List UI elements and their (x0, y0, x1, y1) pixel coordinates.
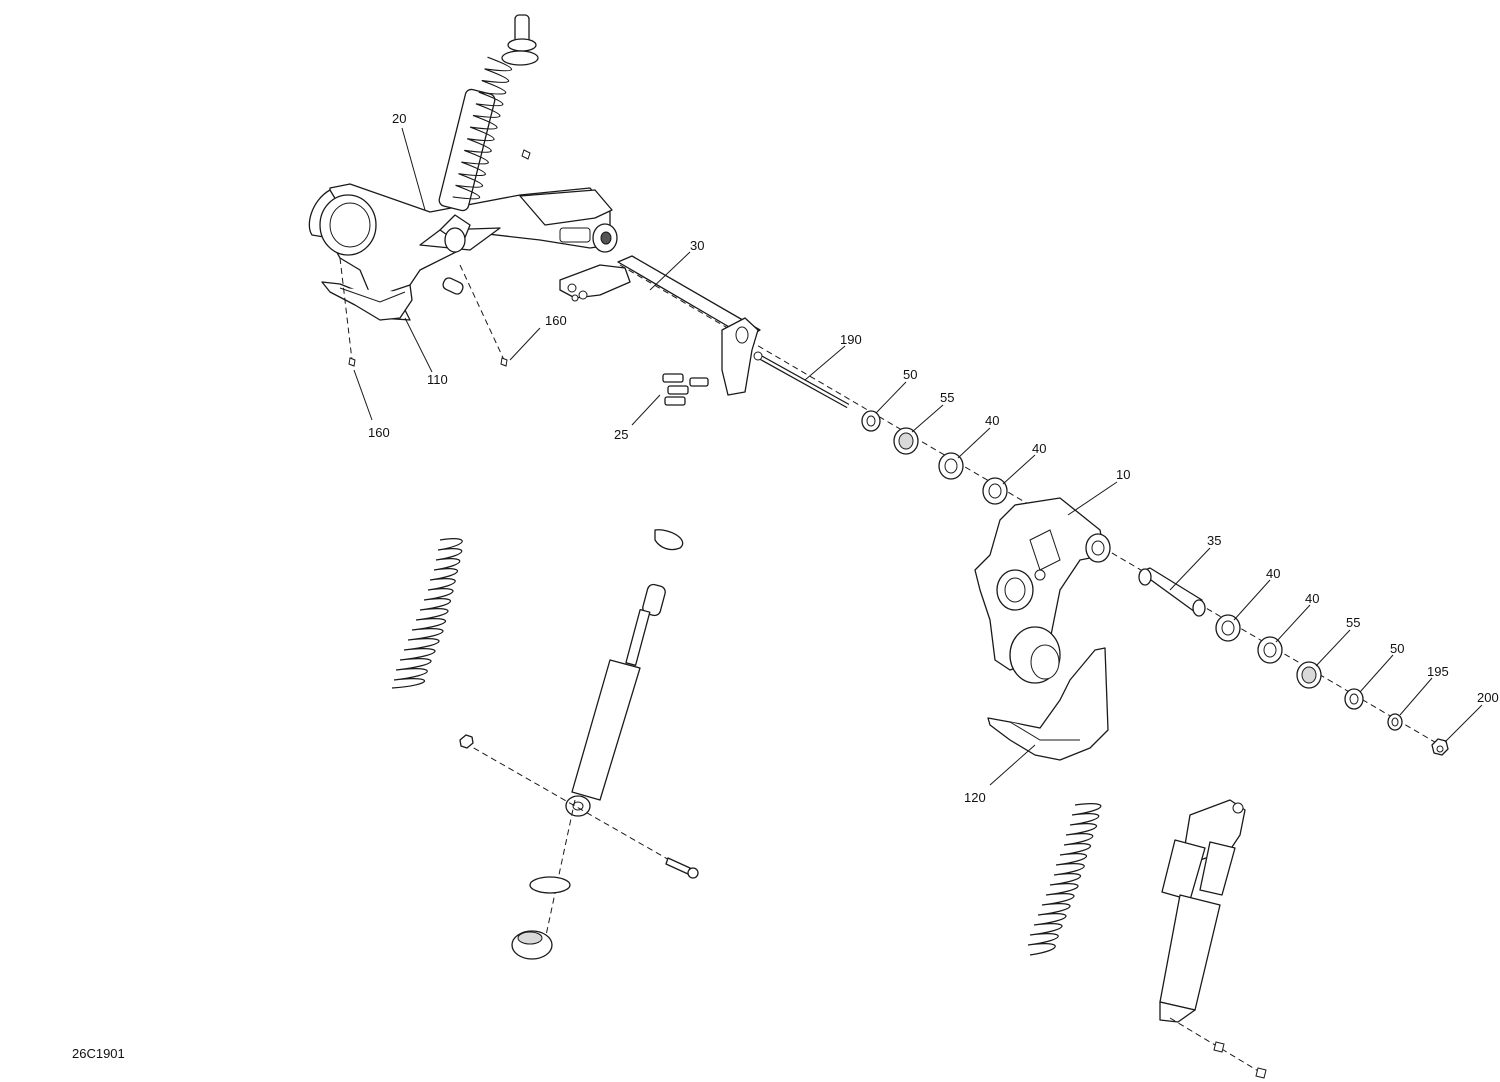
leader-40b (1002, 454, 1036, 485)
leader-55b (1315, 629, 1351, 667)
callout-10: 10 (1116, 467, 1130, 482)
bolt-lower-shock[interactable] (665, 857, 699, 879)
callout-190: 190 (840, 332, 862, 347)
callout-160b: 160 (368, 425, 390, 440)
nut-200[interactable] (1431, 738, 1449, 756)
bearing-40-c[interactable] (1215, 614, 1241, 642)
callout-25: 25 (614, 427, 628, 442)
rod-190[interactable] (753, 351, 850, 409)
bearing-40-d[interactable] (1257, 636, 1283, 664)
leader-195 (1399, 677, 1433, 716)
leader-120 (989, 744, 1036, 786)
coil-spring-left[interactable] (391, 538, 463, 689)
callout-200: 200 (1477, 690, 1499, 705)
shock-absorber-right[interactable] (1159, 799, 1246, 1023)
clip-lower-right-a[interactable] (1213, 1041, 1225, 1053)
callout-40a: 40 (985, 413, 999, 428)
leader-110 (404, 317, 433, 373)
leader-30 (649, 251, 691, 291)
coil-spring-right[interactable] (1027, 803, 1102, 956)
callout-55a: 55 (940, 390, 954, 405)
seal-55-b[interactable] (1296, 661, 1322, 689)
callout-35: 35 (1207, 533, 1221, 548)
leader-50a (875, 381, 907, 414)
washer-50-a[interactable] (861, 410, 881, 432)
clip-lower-right-b[interactable] (1255, 1067, 1267, 1079)
callout-55b: 55 (1346, 615, 1360, 630)
callout-195: 195 (1427, 664, 1449, 679)
leader-40a (957, 427, 991, 459)
leader-20 (401, 127, 426, 211)
swing-arm-right[interactable] (974, 497, 1111, 684)
clip-160-mid[interactable] (500, 357, 508, 367)
swing-arm-left[interactable] (308, 14, 618, 321)
dash-160-left (339, 257, 353, 361)
callout-50b: 50 (1390, 641, 1404, 656)
dash-lower-shock-bolt (464, 742, 693, 874)
nut-lower-left[interactable] (459, 734, 474, 749)
pivot-shaft-assembly[interactable] (559, 255, 761, 396)
shock-absorber-left[interactable] (511, 529, 684, 960)
leader-50b (1359, 654, 1394, 693)
callout-20: 20 (392, 111, 406, 126)
leader-190 (804, 345, 846, 381)
spacer-35[interactable] (1138, 567, 1206, 617)
leader-200 (1444, 704, 1483, 743)
drawing-reference: 26C1901 (72, 1046, 125, 1061)
leader-160b (353, 369, 373, 421)
dash-160-mid (459, 264, 506, 363)
clip-160-left[interactable] (348, 357, 356, 367)
callout-40b: 40 (1032, 441, 1046, 456)
bearing-40-a[interactable] (938, 452, 964, 480)
callout-30: 30 (690, 238, 704, 253)
callout-40d: 40 (1305, 591, 1319, 606)
leader-10 (1067, 481, 1118, 516)
leader-55a (911, 404, 944, 433)
bearing-40-b[interactable] (982, 477, 1008, 505)
washer-195[interactable] (1387, 713, 1403, 731)
leader-35 (1169, 547, 1211, 591)
guard-right[interactable] (987, 647, 1109, 761)
callout-50a: 50 (903, 367, 917, 382)
callout-110: 110 (427, 372, 448, 387)
callout-120: 120 (964, 790, 986, 805)
callout-40c: 40 (1266, 566, 1280, 581)
seal-55-a[interactable] (893, 427, 919, 455)
washer-50-b[interactable] (1344, 688, 1364, 710)
leader-25 (631, 394, 661, 426)
leader-40d (1275, 604, 1311, 643)
leader-160a (509, 327, 541, 361)
callout-160a: 160 (545, 313, 567, 328)
leader-40c (1233, 579, 1271, 621)
guard-left[interactable] (321, 281, 413, 321)
bolts-25[interactable] (662, 373, 709, 406)
